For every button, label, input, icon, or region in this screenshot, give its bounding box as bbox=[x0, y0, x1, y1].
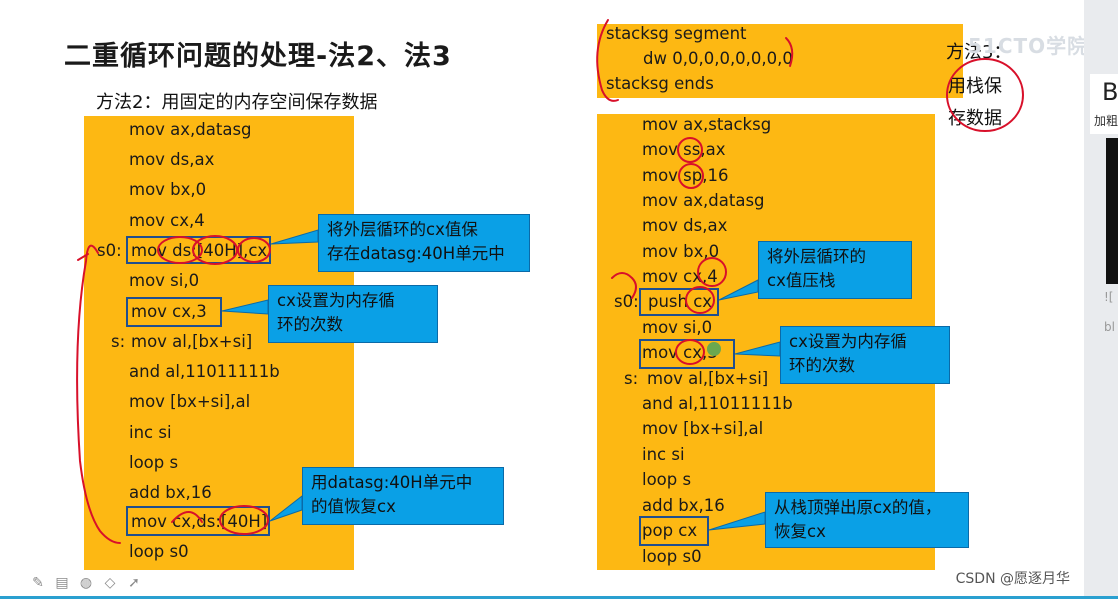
side-text: ![ bbox=[1104, 290, 1114, 304]
code-line: mov [bx+si],al bbox=[129, 392, 251, 411]
slide-title: 二重循环问题的处理-法2、法3 bbox=[64, 41, 452, 72]
code-line: mov bx,0 bbox=[129, 180, 207, 199]
pointer-dot bbox=[707, 342, 721, 356]
code-line: inc si bbox=[129, 423, 172, 442]
code-line: mov cx,4 bbox=[129, 211, 205, 230]
code-line: pop cx bbox=[642, 521, 698, 540]
bold-letter: B bbox=[1102, 78, 1118, 106]
highlight-frame bbox=[126, 297, 222, 327]
callout-push-cx: 将外层循环的 cx值压栈 bbox=[758, 241, 912, 299]
slide: 二重循环问题的处理-法2、法3 方法2：用固定的内存空间保存数据 mov ax,… bbox=[0, 0, 1084, 596]
callout-line: 用datasg:40H单元中 bbox=[311, 473, 473, 492]
bold-card[interactable] bbox=[1090, 74, 1118, 134]
code-line: mov cx,4 bbox=[642, 267, 718, 286]
code-line: loop s bbox=[129, 453, 179, 472]
label-s: s: bbox=[624, 369, 639, 388]
code-line: mov ax,stacksg bbox=[642, 115, 772, 134]
highlight-frame bbox=[639, 288, 719, 316]
code-line: mov si,0 bbox=[129, 271, 200, 290]
stack-segment-box bbox=[597, 24, 963, 98]
callout-pop-cx: 从栈顶弹出原cx的值， 恢复cx bbox=[765, 492, 969, 548]
callout-line: 将外层循环的cx值保 bbox=[327, 220, 478, 239]
method2-subtitle: 方法2：用固定的内存空间保存数据 bbox=[96, 92, 378, 113]
callout-line: cx设置为内存循 bbox=[789, 332, 907, 351]
code-line: and al,11011111b bbox=[129, 362, 280, 381]
callout-line: 将外层循环的 bbox=[767, 247, 866, 266]
label-s: s: bbox=[111, 332, 126, 351]
stack-line: stacksg ends bbox=[606, 74, 714, 93]
label-s0: s0: bbox=[614, 292, 639, 311]
presentation-toolbar: ✎ ▤ ◍ ◇ ➚ bbox=[30, 572, 142, 594]
method3-note: 存数据 bbox=[948, 108, 1002, 129]
code-line: mov ax,datasg bbox=[129, 120, 252, 139]
callout-save-cx: 将外层循环的cx值保 存在datasg:40H单元中 bbox=[318, 214, 530, 272]
stack-line: stacksg segment bbox=[606, 24, 747, 43]
code-line: mov [bx+si],al bbox=[642, 419, 764, 438]
code-line: loop s0 bbox=[129, 542, 189, 561]
method3-label: 方法3： bbox=[946, 42, 1012, 63]
pen-icon[interactable]: ✎ bbox=[32, 575, 44, 591]
callout-line: 恢复cx bbox=[774, 522, 826, 541]
bold-caption: 加粗 bbox=[1094, 114, 1118, 128]
callout-line: 从栈顶弹出原cx的值， bbox=[774, 498, 942, 517]
highlight-frame bbox=[126, 506, 270, 536]
code-line: mov ax,datasg bbox=[642, 191, 765, 210]
highlight-frame bbox=[639, 516, 709, 546]
code-line: mov al,[bx+si] bbox=[647, 369, 769, 388]
code-line: add bx,16 bbox=[129, 483, 212, 502]
brand-logo: 51CTO学院 bbox=[968, 34, 1084, 58]
callout-line: 存在datasg:40H单元中 bbox=[327, 244, 505, 263]
code-line: mov ds,ax bbox=[642, 216, 728, 235]
code-line: mov si,0 bbox=[642, 318, 713, 337]
callout-line: 环的次数 bbox=[277, 315, 343, 334]
callout-line: 环的次数 bbox=[789, 356, 855, 375]
stack-line: dw 0,0,0,0,0,0,0,0 bbox=[643, 49, 793, 68]
code-line: mov sp,16 bbox=[642, 166, 729, 185]
bottom-bar bbox=[0, 596, 1118, 599]
callout-inner-count: cx设置为内存循 环的次数 bbox=[268, 285, 438, 343]
callout-inner-count: cx设置为内存循 环的次数 bbox=[780, 326, 950, 384]
code-line: mov cx,3 bbox=[131, 302, 207, 321]
code-line: mov al,[bx+si] bbox=[131, 332, 253, 351]
side-text: bl bbox=[1104, 320, 1115, 334]
code-line: inc si bbox=[642, 445, 685, 464]
preview-thumbnail bbox=[1106, 138, 1118, 284]
callout-line: cx设置为内存循 bbox=[277, 291, 395, 310]
label-s0: s0: bbox=[97, 241, 122, 260]
pointer-icon[interactable]: ➚ bbox=[128, 575, 140, 591]
csdn-watermark: CSDN @愿逐月华 bbox=[955, 571, 1070, 587]
eraser-icon[interactable]: ◇ bbox=[104, 575, 116, 591]
callout-line: 的值恢复cx bbox=[311, 497, 396, 516]
code-line: and al,11011111b bbox=[642, 394, 793, 413]
code-line: loop s bbox=[642, 470, 692, 489]
method3-note: 用栈保 bbox=[948, 76, 1002, 97]
callout-restore-cx: 用datasg:40H单元中 的值恢复cx bbox=[302, 467, 504, 525]
highlighter-icon[interactable]: ◍ bbox=[79, 575, 93, 591]
screen-icon[interactable]: ▤ bbox=[55, 575, 69, 591]
code-line: mov ss,ax bbox=[642, 140, 726, 159]
highlight-frame bbox=[126, 236, 271, 264]
code-line: mov bx,0 bbox=[642, 242, 720, 261]
highlight-frame bbox=[639, 339, 735, 369]
code-line: loop s0 bbox=[642, 547, 702, 566]
code-line: add bx,16 bbox=[642, 496, 725, 515]
callout-line: cx值压栈 bbox=[767, 271, 836, 290]
code-line: mov ds,ax bbox=[129, 150, 215, 169]
